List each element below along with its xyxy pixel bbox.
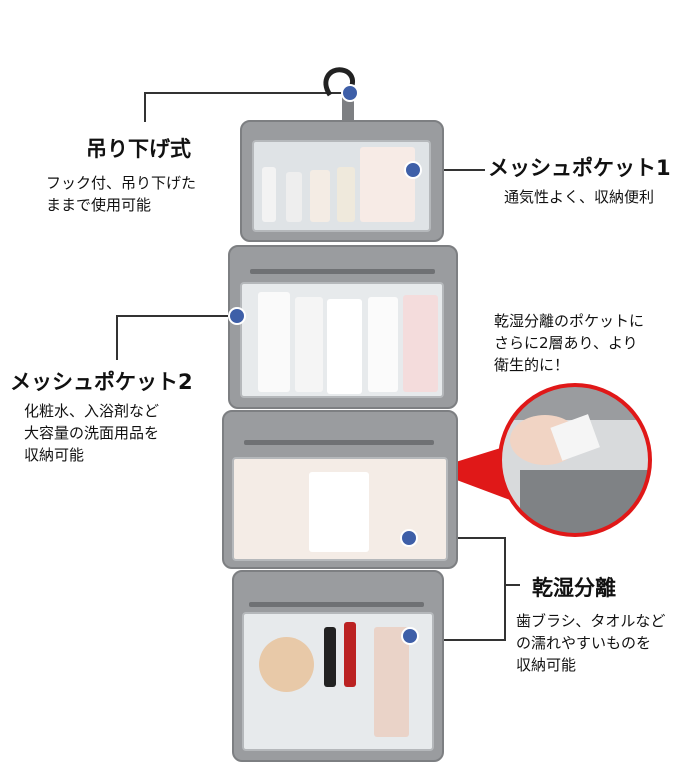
dry-wet-title: 乾湿分離 <box>532 576 616 600</box>
mesh2-line-3: 収納可能 <box>24 446 85 464</box>
dry-wet-line-3: 収納可能 <box>516 656 577 674</box>
mesh1-title: メッシュポケット1 <box>488 156 671 180</box>
marker-dot <box>341 84 359 102</box>
dry-wet-pouch <box>222 410 458 569</box>
mesh2-line-2: 大容量の洗面用品を <box>24 424 160 442</box>
dry-wet-note-line-1: 乾湿分離のポケットに <box>494 312 645 330</box>
mesh2-line-1: 化粧水、入浴剤など <box>24 402 160 420</box>
hanging-line-1: フック付、吊り下げた <box>46 174 197 192</box>
dry-wet-line-1: 歯ブラシ、タオルなど <box>516 612 666 630</box>
dry-wet-line-2: の濡れやすいものを <box>516 634 652 652</box>
marker-dot <box>404 161 422 179</box>
hanging-line-2: ままで使用可能 <box>46 196 152 214</box>
detail-inset <box>500 385 650 535</box>
mesh2-title: メッシュポケット2 <box>10 370 193 394</box>
mesh1-line-1: 通気性よく、収納便利 <box>504 188 655 206</box>
pointer-triangle <box>430 445 510 500</box>
dry-wet-note-line-2: さらに2層あり、より <box>494 334 638 352</box>
hanging-title: 吊り下げ式 <box>86 137 191 161</box>
marker-dot <box>401 627 419 645</box>
mesh-pouch <box>228 245 458 409</box>
dry-wet-note-line-3: 衛生的に！ <box>494 356 570 374</box>
marker-dot <box>228 307 246 325</box>
top-pouch <box>240 120 444 242</box>
marker-dot <box>400 529 418 547</box>
bottom-pouch <box>232 570 444 762</box>
